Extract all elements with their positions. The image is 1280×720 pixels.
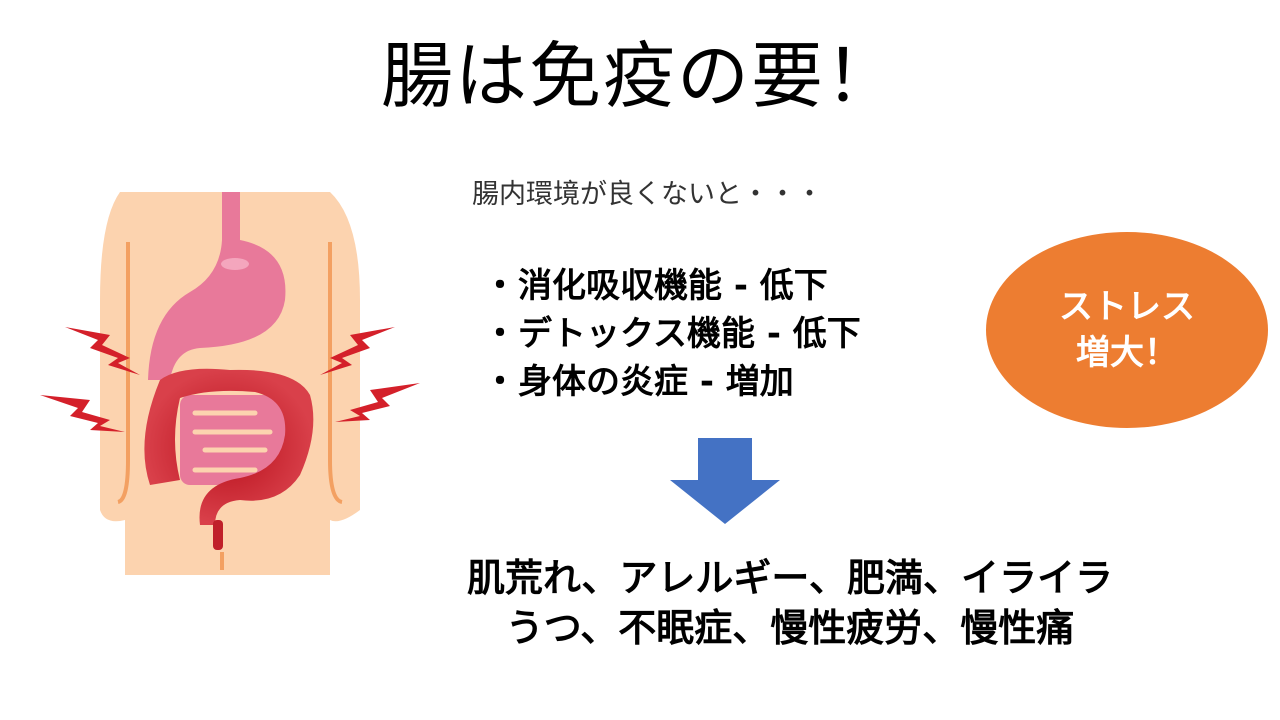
bullet-list: ・消化吸収機能 - 低下 ・デトックス機能 - 低下 ・身体の炎症 - 増加 <box>482 262 861 406</box>
callout-line-2: 増大！ <box>1076 333 1178 373</box>
callout-line-1: ストレス <box>1059 287 1195 327</box>
results-line-1: 肌荒れ、アレルギー、肥満、イライラ <box>466 556 1113 600</box>
bullet-marker: ・ <box>483 314 517 354</box>
bullet-item: ・消化吸収機能 - 低下 <box>482 262 861 310</box>
bullet-marker: ・ <box>483 362 517 402</box>
bullet-text: 消化吸収機能 - 低下 <box>518 266 828 306</box>
bullet-text: デトックス機能 - 低下 <box>518 314 861 354</box>
results-line-2: うつ、不眠症、慢性疲労、慢性痛 <box>505 606 1075 650</box>
body-organs-icon <box>40 192 420 575</box>
bullet-text: 身体の炎症 - 増加 <box>518 362 794 402</box>
down-arrow-icon <box>670 438 780 524</box>
subtitle: 腸内環境が良くないと・・・ <box>472 179 823 210</box>
bullet-marker: ・ <box>483 266 517 306</box>
slide-title: 腸は免疫の要！ <box>380 34 899 118</box>
stress-callout-ellipse: ストレス 増大！ <box>986 232 1268 428</box>
results-text: 肌荒れ、アレルギー、肥満、イライラ うつ、不眠症、慢性疲労、慢性痛 <box>300 553 1280 653</box>
bullet-item: ・身体の炎症 - 増加 <box>482 358 861 406</box>
inflamed-intestine-illustration <box>30 180 430 580</box>
bullet-item: ・デトックス機能 - 低下 <box>482 310 861 358</box>
